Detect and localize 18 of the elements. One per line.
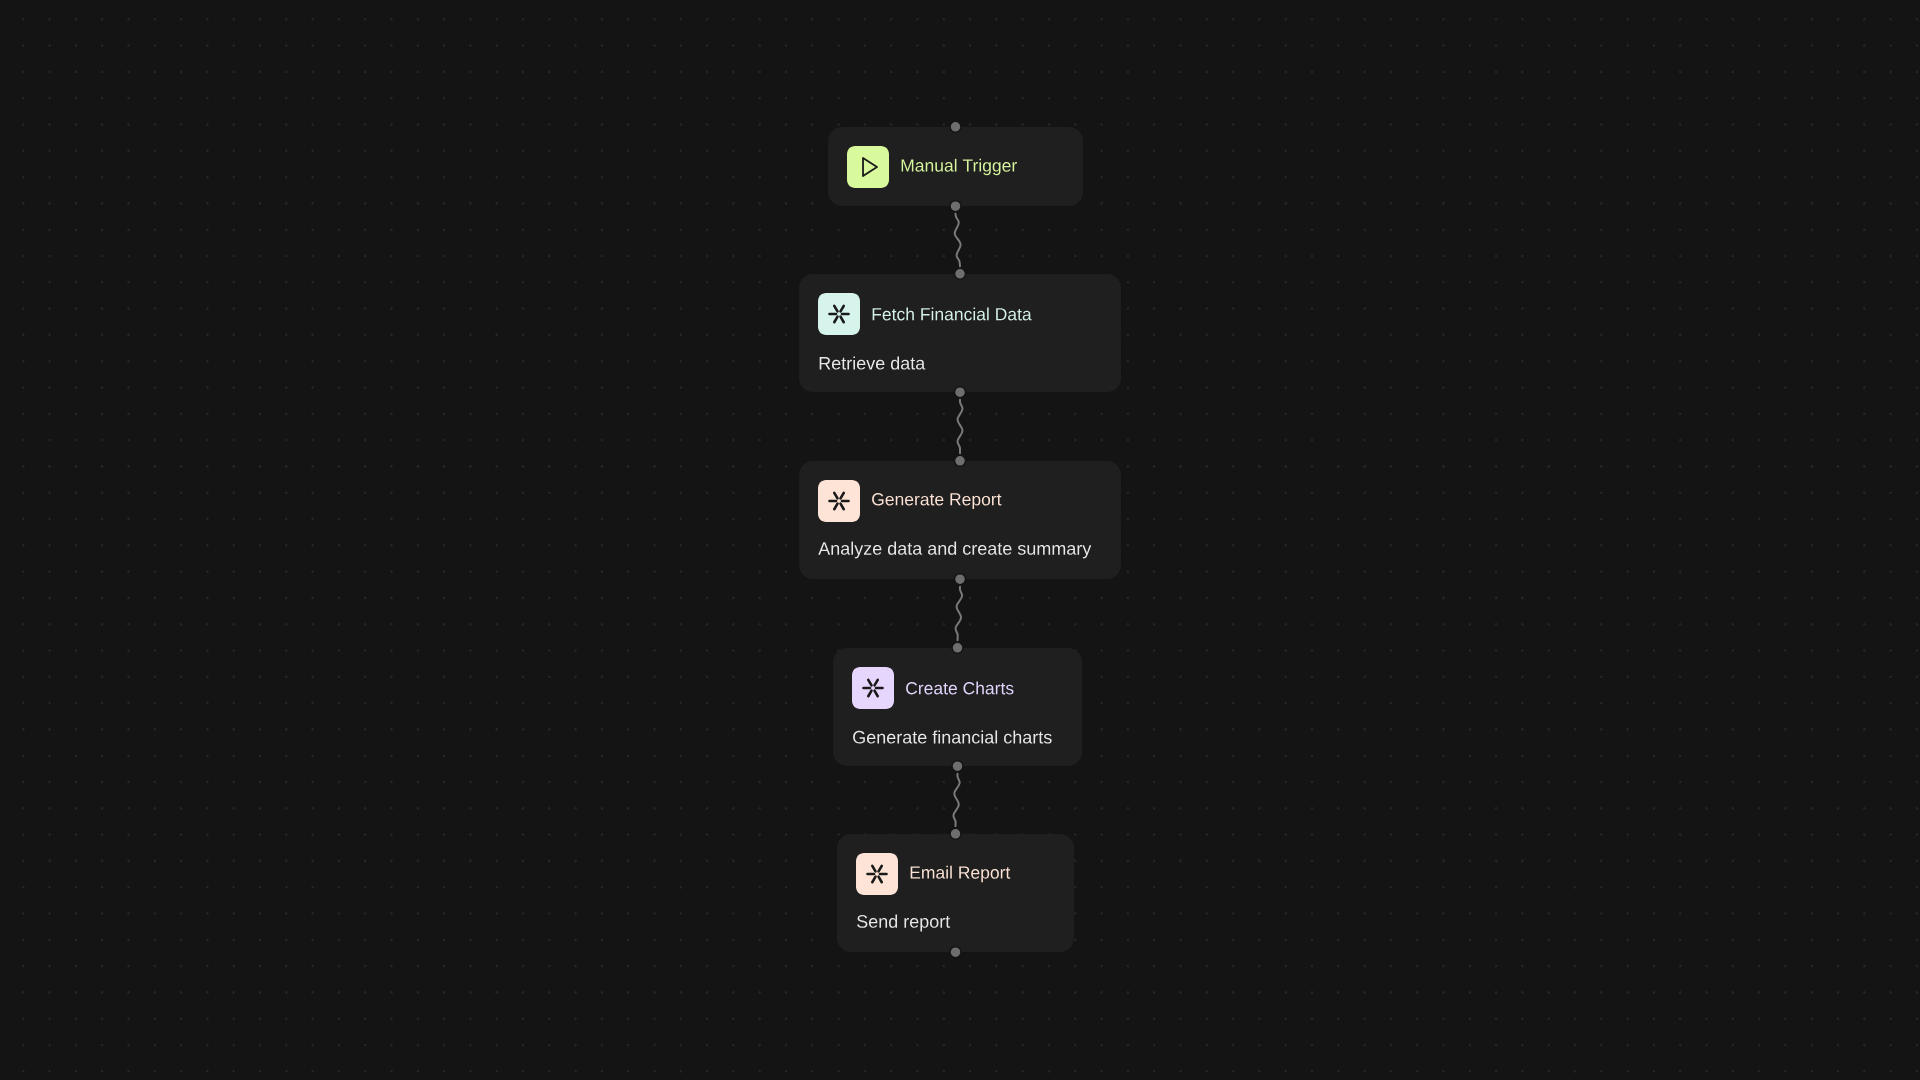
step-card xyxy=(833,641,1082,773)
node-title: Manual Trigger xyxy=(901,158,1017,176)
connector xyxy=(954,585,964,642)
node-description: Generate financial charts xyxy=(853,730,1052,744)
step-card xyxy=(828,120,1083,213)
node-title: Generate Report xyxy=(872,493,1002,509)
node-description: Send report xyxy=(857,914,951,932)
node-title: Fetch Financial Data xyxy=(872,307,1032,321)
node-description: Retrieve data xyxy=(819,356,926,370)
connector xyxy=(956,398,964,455)
node-title: Email Report xyxy=(910,865,1011,883)
step-card xyxy=(799,454,1121,586)
step-card xyxy=(837,827,1074,959)
node-description: Analyze data and create summary xyxy=(818,541,1092,559)
node-title: Create Charts xyxy=(906,681,1014,695)
connector xyxy=(953,212,962,268)
step-card xyxy=(799,267,1121,399)
connector xyxy=(952,772,961,828)
